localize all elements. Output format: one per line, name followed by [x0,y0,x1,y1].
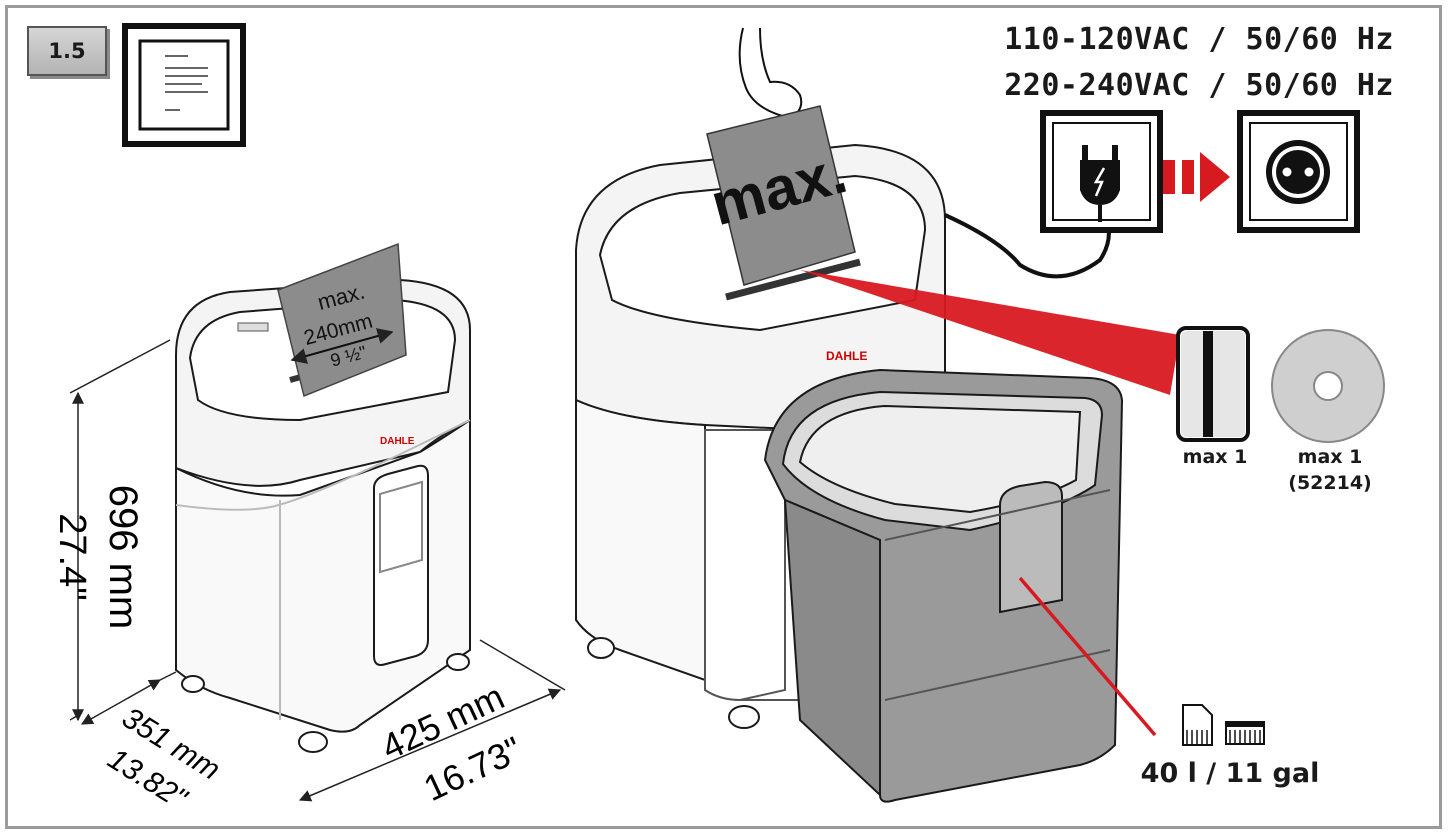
left-paper: max. 240mm 9 ½" [277,242,407,398]
cross-cut-icon [1225,721,1265,745]
cd-model-label: (52214) [1288,472,1372,494]
card-icon [1176,326,1250,442]
right-brand-logo: DAHLE [826,349,867,363]
waste-bin [763,368,1124,803]
red-beam [800,270,1180,395]
socket-icon [1237,110,1360,233]
height-in-label: 27.4" [51,513,93,600]
right-paper: max. [704,27,856,286]
step-number-badge: 1.5 [27,26,107,76]
power-spec-2: 220-240VAC / 50/60 Hz [1004,68,1394,103]
panel-frame [5,5,1442,829]
cd-icon [1271,329,1385,443]
left-brand-logo: DAHLE [380,436,415,447]
bin-capacity-label: 40 l / 11 gal [1140,758,1320,789]
arrow-right-icon [1163,152,1230,202]
dimension-lines [69,339,566,802]
document-icon [122,23,246,147]
cd-max-label: max 1 [1297,446,1363,468]
power-spec-1: 110-120VAC / 50/60 Hz [1004,22,1394,57]
bin-pointer [1018,576,1157,737]
step-number: 1.5 [48,39,86,63]
plug-icon [1040,110,1163,233]
card-max-label: max 1 [1182,446,1248,468]
height-mm-label: 696 mm [101,485,145,630]
strip-cut-icon [1182,704,1213,746]
